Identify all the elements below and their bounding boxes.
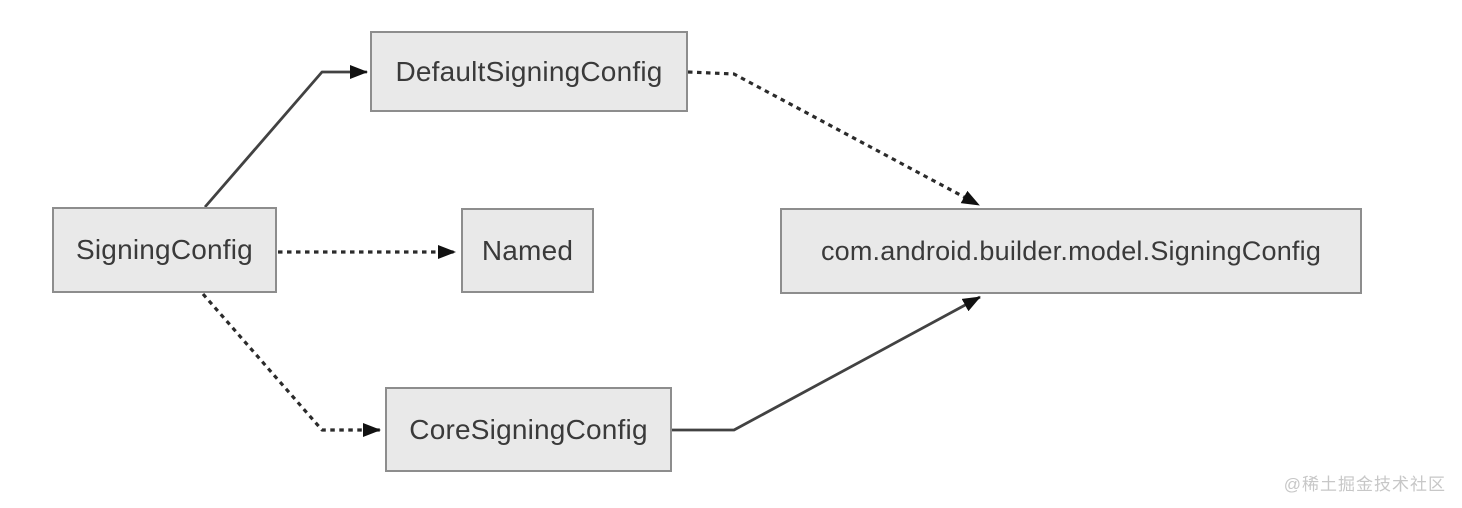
node-com-android-builder-model-signingconfig: com.android.builder.model.SigningConfig (780, 208, 1362, 294)
node-default-signing-config-label: DefaultSigningConfig (395, 55, 663, 87)
node-core-signing-config-label: CoreSigningConfig (409, 413, 648, 445)
edge-coresigningconfig-to-buildermodel (672, 295, 981, 432)
node-signing-config-label: SigningConfig (76, 234, 253, 265)
node-core-signing-config: CoreSigningConfig (385, 387, 672, 472)
watermark-juejin-community: @稀土掘金技术社区 (1283, 475, 1446, 494)
node-signing-config: SigningConfig (52, 207, 277, 293)
node-named-label: Named (481, 234, 574, 266)
edge-signingconfig-to-defaultsigningconfig (203, 65, 368, 208)
node-named: Named (461, 208, 594, 293)
edge-signingconfig-to-coresigningconfig (201, 292, 381, 437)
node-com-android-builder-model-signingconfig-label: com.android.builder.model.SigningConfig (820, 235, 1322, 266)
edge-defaultsigningconfig-to-buildermodel (687, 70, 980, 207)
node-default-signing-config: DefaultSigningConfig (370, 31, 688, 112)
